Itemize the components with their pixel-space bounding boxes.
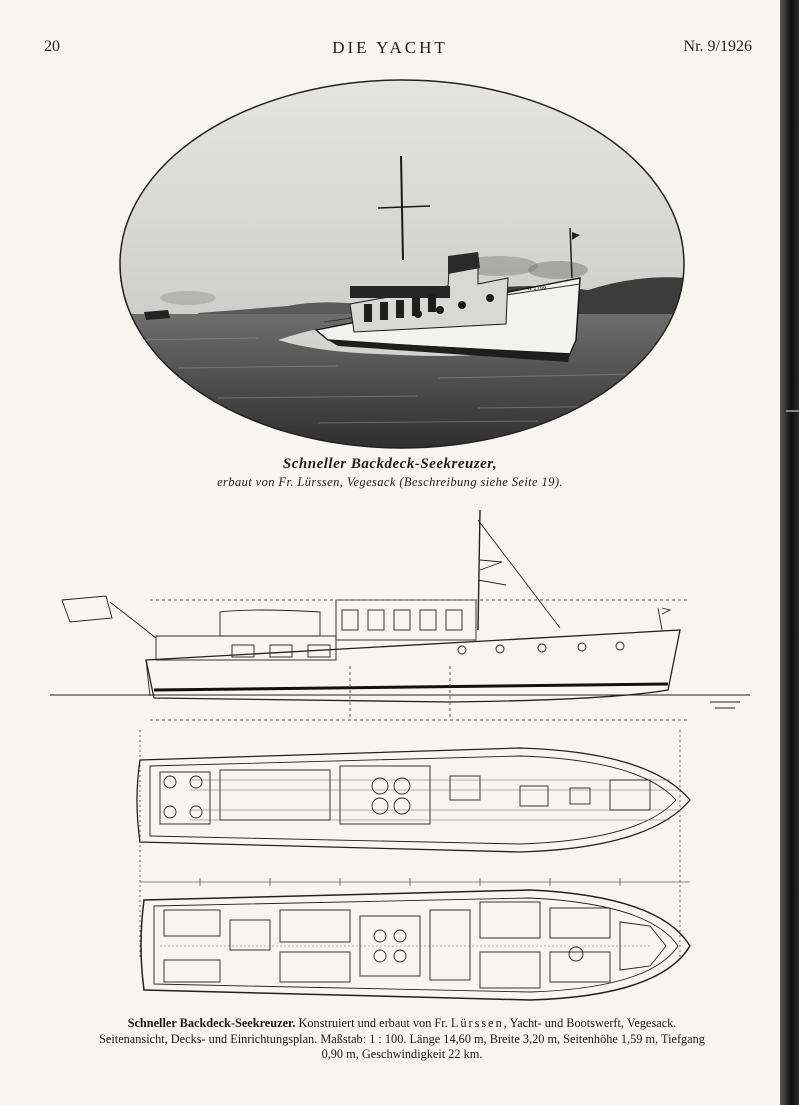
plan-caption-line-2: Seitenansicht, Decks- und Einrichtungspl…: [99, 1031, 705, 1046]
magazine-title: DIE YACHT: [332, 38, 448, 57]
photo-caption-subtitle: erbaut von Fr. Lürssen, Vegesack (Beschr…: [217, 475, 563, 489]
magazine-page: 20 DIE YACHT Nr. 9/1926: [0, 0, 780, 1105]
deck-plan-drawing: [136, 747, 691, 853]
plan-caption-line-3: 0,90 m, Geschwindigkeit 22 km.: [321, 1047, 483, 1061]
photo-caption: Schneller Backdeck-Seekreuzer, erbaut vo…: [0, 456, 780, 490]
technical-drawings: [50, 509, 750, 1001]
page-edge-mark: [786, 410, 799, 412]
hull-marking: N 1799: [528, 286, 546, 292]
photo-caption-title: Schneller Backdeck-Seekreuzer,: [282, 456, 498, 472]
issue-number: Nr. 9/1926: [683, 38, 752, 55]
side-elevation-drawing: [50, 509, 750, 960]
accommodation-plan-drawing: [140, 889, 691, 1001]
page-number: 20: [44, 38, 60, 55]
plan-caption-title: Schneller Backdeck-Seekreuzer.: [127, 1016, 296, 1030]
plan-caption: Schneller Backdeck-Seekreuzer. Konstruie…: [62, 1016, 742, 1063]
plan-caption-text-2: , Yacht- und Bootswerft, Vegesack.: [503, 1016, 677, 1030]
plan-caption-text-1: Konstruiert und erbaut von Fr.: [295, 1016, 451, 1030]
yacht-photograph: N 1799: [119, 79, 685, 449]
plan-caption-builder: Lürssen: [450, 1016, 504, 1030]
book-spine-shadow: [780, 0, 799, 1105]
